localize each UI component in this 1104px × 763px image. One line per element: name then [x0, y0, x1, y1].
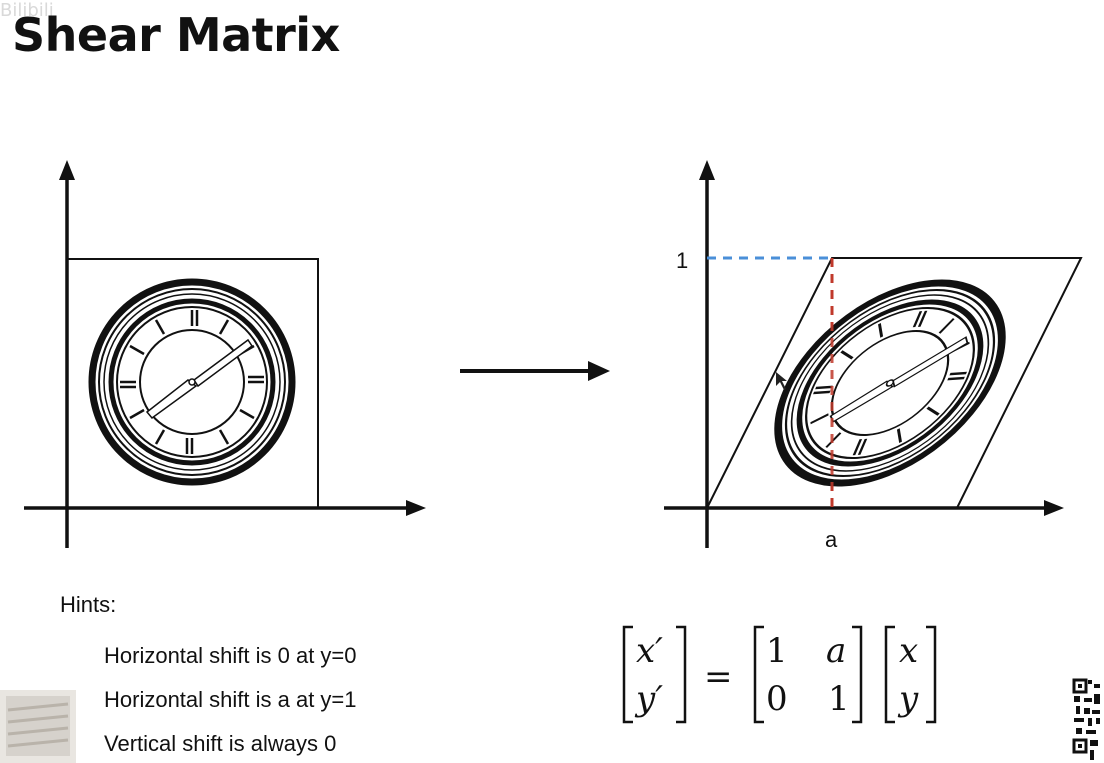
rhs-y: y: [897, 679, 919, 719]
slide-title: Shear Matrix: [12, 8, 340, 62]
hint-item: Horizontal shift is a at y=1: [104, 687, 357, 712]
qr-code-icon: [1072, 678, 1102, 763]
hint-item: Horizontal shift is 0 at y=0: [104, 643, 357, 668]
unit-square: [66, 258, 319, 509]
watermark-text: Bilibili: [0, 0, 54, 21]
right-x-axis-arrow: [1044, 500, 1064, 516]
matrix-22: 1: [828, 679, 850, 719]
y-tick-label: 1: [676, 248, 688, 273]
right-diagram: 1 a: [664, 160, 1083, 552]
cursor-icon: [776, 372, 787, 390]
matrix-12: a: [826, 631, 846, 671]
rhs-x: x: [899, 631, 918, 671]
matrix-11: 1: [766, 631, 788, 671]
sheared-square: [705, 257, 1083, 509]
left-y-axis-arrow: [59, 160, 75, 180]
shear-equation: x′ y′ = 1 a 0 1 x y: [622, 625, 937, 724]
matrix-21: 0: [766, 679, 788, 719]
hint-item: Vertical shift is always 0: [104, 731, 337, 756]
sheared-clock-icon: [744, 276, 1036, 489]
equals-sign: =: [704, 657, 733, 697]
right-y-axis-arrow: [699, 160, 715, 180]
transform-arrow-head: [588, 361, 610, 381]
hints-heading: Hints:: [60, 592, 117, 617]
left-x-axis-arrow: [406, 500, 426, 516]
video-thumbnail-image: [0, 690, 76, 763]
x-tick-label: a: [825, 527, 838, 552]
lhs-y: y′: [634, 679, 663, 719]
clock-icon: [92, 282, 292, 482]
lhs-x: x′: [636, 631, 663, 671]
left-diagram: [24, 160, 426, 548]
